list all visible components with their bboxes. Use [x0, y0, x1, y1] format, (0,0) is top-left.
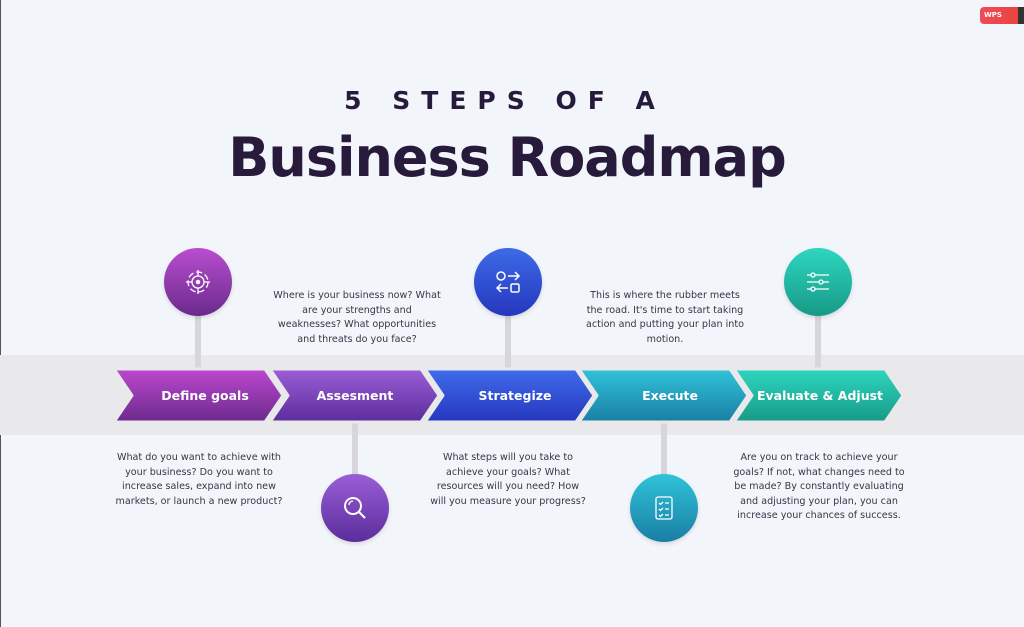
step-label-assesment: Assesment [316, 388, 394, 403]
step-label-strategize: Strategize [478, 388, 552, 403]
chevron-step-2 [268, 367, 441, 424]
step-label-evaluate-adjust: Evaluate & Adjust [756, 388, 884, 403]
page-title: Business Roadmap [228, 126, 787, 189]
workflow-icon [495, 271, 521, 293]
wps-badge[interactable]: WPS [980, 7, 1024, 24]
chevron-step-1 [112, 367, 285, 424]
step-description-assesment: Where is your business now? What are you… [273, 290, 441, 345]
step-circle-5 [784, 248, 852, 316]
checklist-icon [655, 496, 673, 520]
stem-2 [352, 421, 358, 477]
step-circle-4 [630, 474, 698, 542]
chevron-step-5 [732, 367, 905, 424]
page-subtitle: 5 STEPS OF A [344, 86, 666, 115]
step-label-execute: Execute [642, 388, 698, 403]
step-description-strategize: What steps will you take to achieve your… [430, 452, 586, 507]
chevron-step-3 [423, 367, 596, 424]
step-description-execute: This is where the rubber meets the road.… [585, 290, 745, 345]
step-description-define-goals: What do you want to achieve with your bu… [115, 452, 283, 507]
window-edge [0, 0, 1, 627]
chevron-step-4 [577, 367, 750, 424]
step-circle-3 [474, 248, 542, 316]
step-circle-1 [164, 248, 232, 316]
target-icon [186, 270, 210, 294]
sliders-icon [807, 272, 829, 292]
step-description-evaluate-adjust: Are you on track to achieve your goals? … [733, 452, 905, 521]
magnifier-icon [344, 497, 366, 519]
stem-4 [661, 421, 667, 477]
stem-5 [815, 310, 821, 370]
stem-1 [195, 310, 201, 370]
step-circle-2 [321, 474, 389, 542]
stem-3 [505, 310, 511, 370]
step-label-define-goals: Define goals [161, 388, 249, 403]
